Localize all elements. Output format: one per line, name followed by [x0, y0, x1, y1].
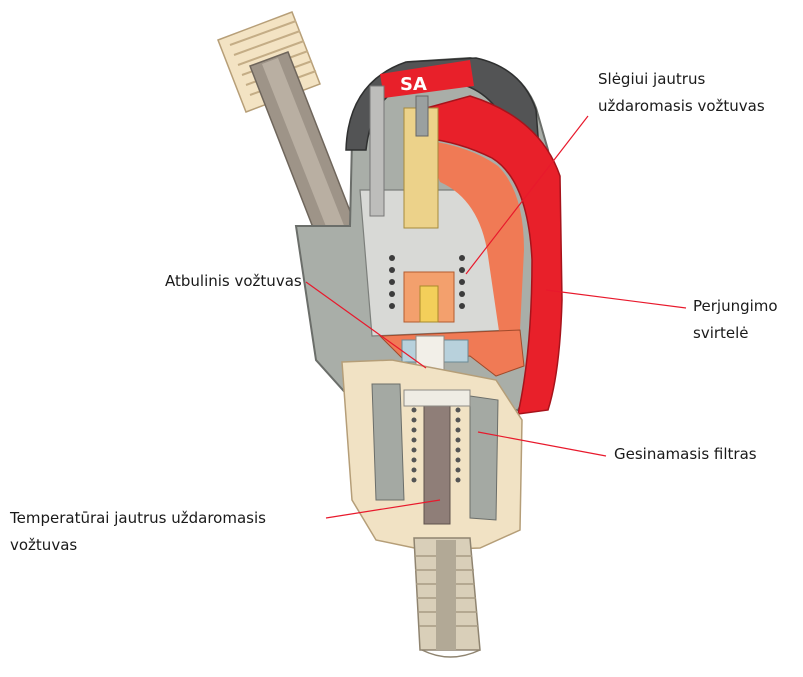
label-check-valve: Atbulinis vožtuvas	[165, 268, 302, 295]
valve-lower-body	[342, 360, 522, 550]
label-thermal-valve: Temperatūrai jautrus uždaromasis vožtuva…	[10, 505, 266, 559]
label-switch-lever-line1: Perjungimo	[693, 293, 778, 320]
leader-switch-lever	[546, 290, 686, 308]
label-pressure-valve-line1: Slėgiui jautrus	[598, 66, 765, 93]
label-check-valve-text: Atbulinis vožtuvas	[165, 268, 302, 295]
label-thermal-valve-line2: vožtuvas	[10, 532, 266, 559]
label-thermal-valve-line1: Temperatūrai jautrus uždaromasis	[10, 505, 266, 532]
label-pressure-valve: Slėgiui jautrus uždaromasis vožtuvas	[598, 66, 765, 120]
label-switch-lever-line2: svirtelė	[693, 320, 778, 347]
label-switch-lever: Perjungimo svirtelė	[693, 293, 778, 347]
svg-text:SA: SA	[400, 74, 427, 95]
label-extinguishing-filter: Gesinamasis filtras	[614, 441, 757, 468]
label-pressure-valve-line2: uždaromasis vožtuvas	[598, 93, 765, 120]
label-extinguishing-filter-text: Gesinamasis filtras	[614, 441, 757, 468]
threaded-outlet	[414, 538, 480, 657]
